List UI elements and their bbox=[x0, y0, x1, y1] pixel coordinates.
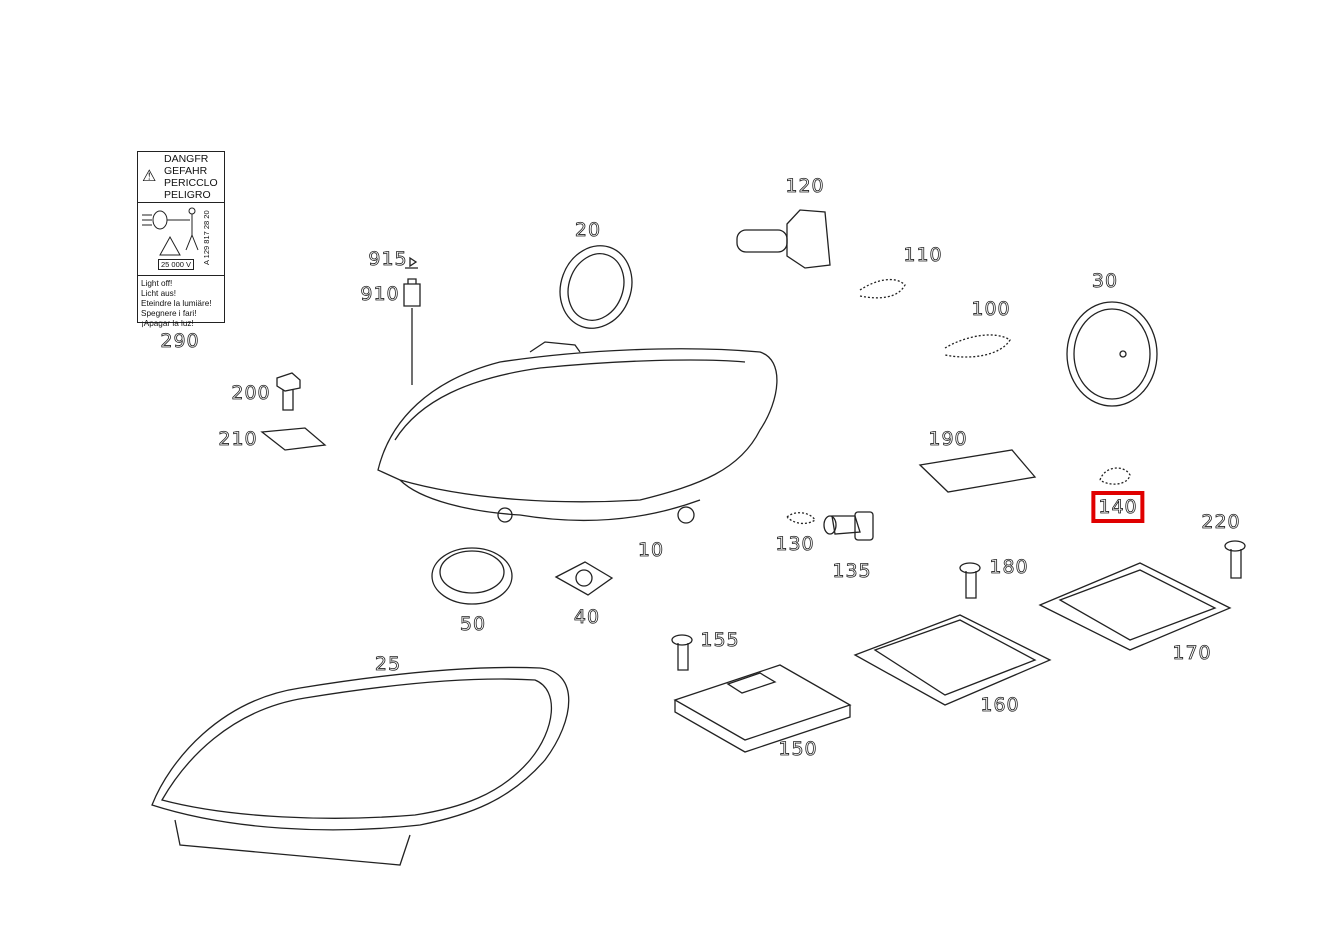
part-label-30[interactable]: 30 bbox=[1091, 270, 1119, 293]
part-label-160[interactable]: 160 bbox=[980, 694, 1020, 717]
warning-heading: GEFAHR bbox=[164, 165, 208, 177]
bracket-40[interactable] bbox=[554, 561, 614, 596]
part-label-910[interactable]: 910 bbox=[360, 283, 400, 306]
instruction-text: Licht aus! bbox=[141, 289, 177, 298]
connector-910[interactable] bbox=[403, 278, 421, 307]
instruction-text: Spegnere i fari! bbox=[141, 309, 197, 318]
lens-frame-25[interactable] bbox=[151, 666, 570, 866]
part-label-135[interactable]: 135 bbox=[832, 560, 872, 583]
pad-190[interactable] bbox=[918, 449, 1037, 493]
socket-130[interactable] bbox=[786, 512, 816, 525]
seal-ring-50[interactable] bbox=[431, 547, 513, 605]
bolt-200[interactable] bbox=[276, 372, 301, 411]
control-unit-150[interactable] bbox=[673, 664, 852, 753]
warning-heading: DANGFR bbox=[164, 153, 209, 165]
screw-220[interactable] bbox=[1224, 540, 1246, 579]
warning-heading: PERICCLO bbox=[164, 177, 218, 189]
cover-30[interactable] bbox=[1066, 301, 1158, 407]
warning-label-290: ⚠ DANGFR GEFAHR PERICCLO PELIGRO 25 000 … bbox=[137, 151, 225, 328]
clip-915[interactable] bbox=[405, 256, 418, 269]
screw-180[interactable] bbox=[959, 562, 981, 599]
part-label-110[interactable]: 110 bbox=[903, 244, 943, 267]
screw-155[interactable] bbox=[671, 634, 693, 671]
instruction-text: ¡Apagar la luz! bbox=[141, 319, 194, 328]
part-140[interactable] bbox=[1099, 467, 1131, 485]
control-unit-160[interactable] bbox=[853, 614, 1052, 706]
part-code-text: A 129 817 28 20 bbox=[202, 210, 211, 265]
part-label-915[interactable]: 915 bbox=[368, 248, 408, 271]
part-label-150[interactable]: 150 bbox=[778, 738, 818, 761]
bulb-holder-100[interactable] bbox=[944, 334, 1011, 358]
part-label-290[interactable]: 290 bbox=[160, 330, 200, 353]
part-label-100[interactable]: 100 bbox=[971, 298, 1011, 321]
warning-triangle-icon: ⚠ bbox=[142, 168, 157, 185]
bulb-135[interactable] bbox=[823, 511, 874, 541]
part-label-140-highlighted[interactable]: 140 bbox=[1091, 491, 1145, 523]
part-label-50[interactable]: 50 bbox=[459, 613, 487, 636]
clip-nut-210[interactable] bbox=[260, 427, 327, 451]
part-label-200[interactable]: 200 bbox=[231, 382, 271, 405]
seal-ring-20[interactable] bbox=[549, 236, 644, 339]
control-unit-170[interactable] bbox=[1038, 562, 1232, 651]
part-label-170[interactable]: 170 bbox=[1172, 642, 1212, 665]
part-label-25[interactable]: 25 bbox=[374, 653, 402, 676]
headlamp-assembly[interactable] bbox=[377, 341, 778, 524]
part-label-155[interactable]: 155 bbox=[700, 629, 740, 652]
part-label-210[interactable]: 210 bbox=[218, 428, 258, 451]
warning-heading: PELIGRO bbox=[164, 189, 211, 201]
part-label-40[interactable]: 40 bbox=[573, 606, 601, 629]
voltage-text: 25 000 V bbox=[158, 259, 195, 270]
bulb-120[interactable] bbox=[736, 209, 831, 269]
part-label-130[interactable]: 130 bbox=[775, 533, 815, 556]
part-label-120[interactable]: 120 bbox=[785, 175, 825, 198]
socket-110[interactable] bbox=[859, 278, 906, 299]
part-label-180[interactable]: 180 bbox=[989, 556, 1029, 579]
part-label-220[interactable]: 220 bbox=[1201, 511, 1241, 534]
part-label-10[interactable]: 10 bbox=[637, 539, 665, 562]
part-label-20[interactable]: 20 bbox=[574, 219, 602, 242]
high-voltage-pictogram-icon bbox=[142, 207, 199, 256]
part-label-190[interactable]: 190 bbox=[928, 428, 968, 451]
instruction-text: Eteindre la lumiäre! bbox=[141, 299, 212, 308]
instruction-text: Light off! bbox=[141, 279, 173, 288]
